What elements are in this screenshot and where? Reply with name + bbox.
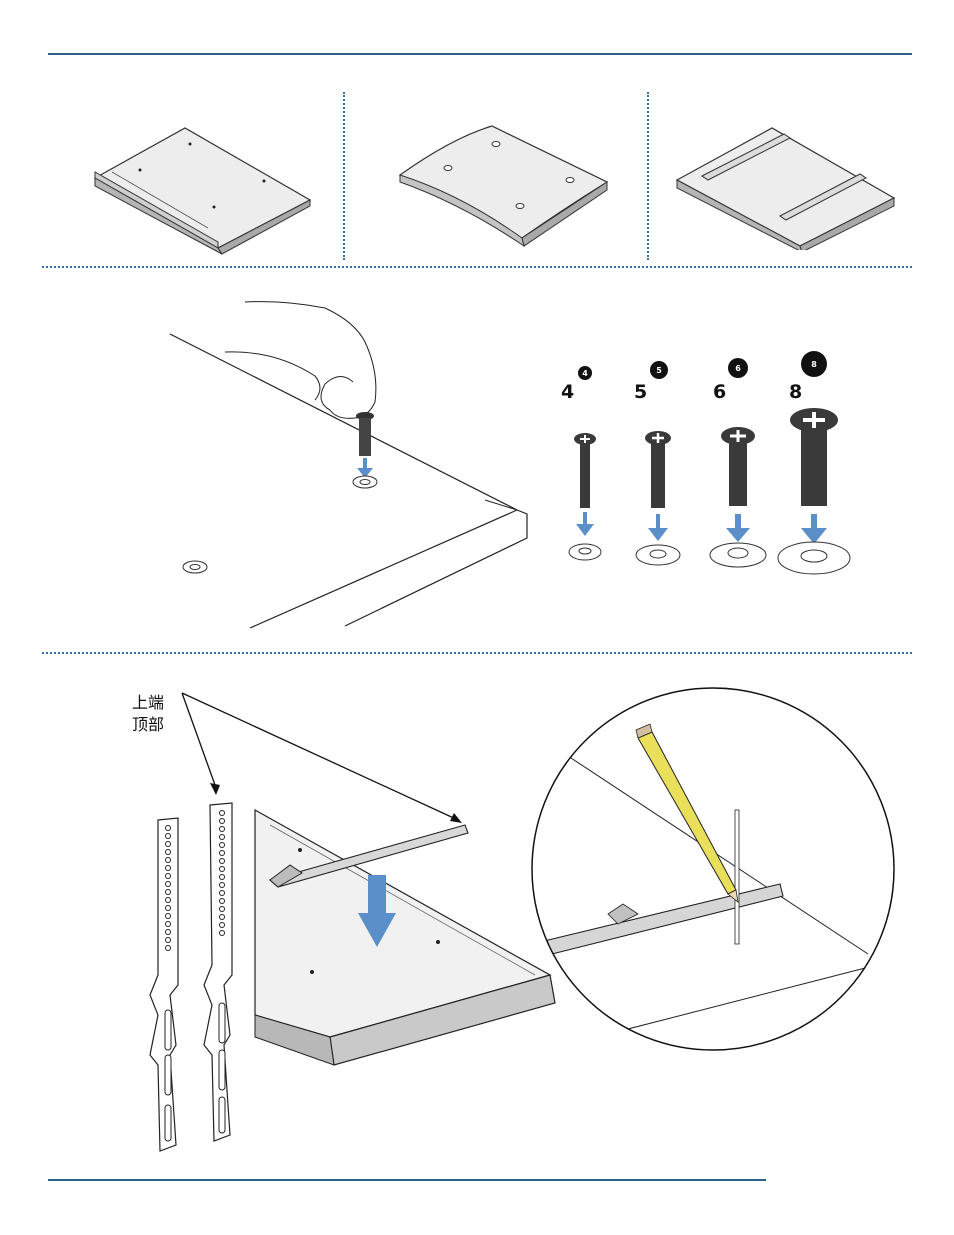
screw-set-illustration xyxy=(560,400,860,580)
screw-badge-4: 4 xyxy=(577,365,593,381)
tv-back-rails-illustration xyxy=(672,120,907,250)
tv-back-flat-illustration xyxy=(90,120,325,255)
top-rule xyxy=(48,53,912,55)
pencil-marking-detail-circle xyxy=(528,684,898,1054)
screw-badge-6: 6 xyxy=(727,357,749,379)
screw-badge-8: 8 xyxy=(800,350,828,378)
dotted-separator-vertical-2 xyxy=(647,92,649,260)
screw-badge-5: 5 xyxy=(649,360,669,380)
screw-badge-4-text: 4 xyxy=(582,369,588,378)
dotted-separator-horizontal-1 xyxy=(42,266,912,268)
bottom-rule xyxy=(48,1179,766,1181)
dotted-separator-horizontal-2 xyxy=(42,652,912,654)
dotted-separator-vertical-1 xyxy=(343,92,345,260)
screw-badge-8-text: 8 xyxy=(811,360,817,369)
tv-back-curved-illustration xyxy=(392,120,622,250)
screw-badge-6-text: 6 xyxy=(735,364,741,373)
hand-insert-screw-illustration xyxy=(165,292,535,632)
screw-badge-5-text: 5 xyxy=(656,366,662,375)
bracket-mounting-illustration xyxy=(140,685,580,1165)
